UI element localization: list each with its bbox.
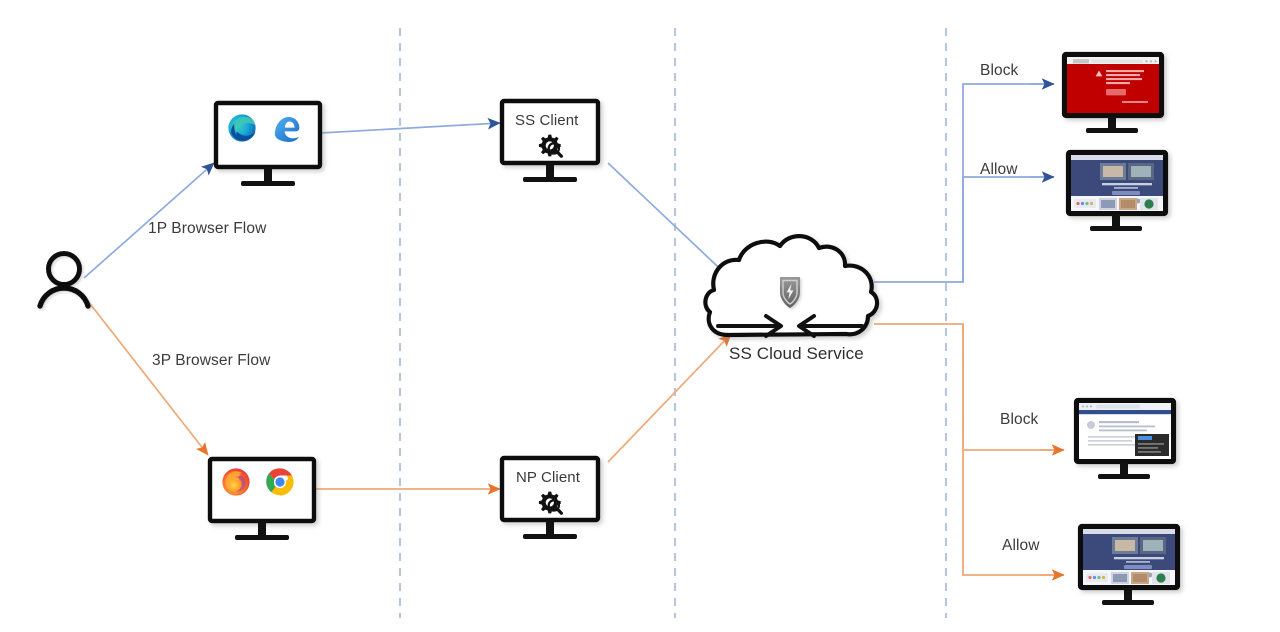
screen-block-dialog-light [1079, 403, 1171, 459]
screen-meeting-page-top [1071, 155, 1163, 211]
cloud-ss-cloud-service [703, 234, 880, 338]
connector-ss-client-to-cloud [607, 162, 734, 282]
person-icon [37, 251, 91, 309]
connector-1p-browsers-to-ss-client [319, 117, 501, 134]
label-block-top: Block [980, 62, 1019, 79]
monitor-block-page-1p [1061, 51, 1165, 133]
monitor-allow-page-3p [1077, 523, 1181, 605]
monitor-third-party-browsers [207, 456, 317, 540]
monitor-np-client [499, 455, 601, 539]
connector-np-client-to-cloud [607, 333, 732, 463]
label-ss-cloud-service: SS Cloud Service [729, 344, 864, 363]
connector-1p-group [83, 78, 1055, 283]
label-allow-bottom: Allow [1002, 537, 1040, 554]
label-ss-client: SS Client [515, 112, 579, 129]
edge-chromium-icon [228, 114, 256, 142]
firefox-icon [222, 468, 250, 496]
label-1p-browser-flow: 1P Browser Flow [148, 220, 267, 237]
connector-cloud-to-1p-outputs [874, 83, 1050, 283]
label-block-bottom: Block [1000, 411, 1039, 428]
connector-user-to-1p-browsers [83, 162, 215, 279]
connector-user-to-3p-browsers [83, 295, 209, 456]
connector-cloud-branch-1p-allow [962, 176, 1050, 282]
screen-meeting-page-bottom [1083, 529, 1175, 585]
connector-cloud-to-3p-outputs [874, 323, 1060, 451]
monitor-block-page-3p [1073, 397, 1177, 479]
connector-cloud-branch-3p-allow [962, 324, 1060, 576]
label-allow-top: Allow [980, 161, 1018, 178]
label-3p-browser-flow: 3P Browser Flow [152, 352, 271, 369]
gear-magnifier-icon-ss [538, 134, 563, 158]
shield-bolt-icon [780, 277, 800, 308]
monitor-first-party-browsers [213, 100, 323, 186]
monitor-allow-page-1p [1065, 149, 1169, 231]
gear-magnifier-icon-np [538, 491, 563, 515]
connector-3p-group [83, 295, 1065, 581]
monitor-ss-client [499, 98, 601, 182]
screen-block-page-red [1067, 57, 1159, 113]
edge-legacy-icon [274, 116, 300, 142]
inbound-arrows-icon [716, 314, 864, 338]
chrome-icon [266, 468, 294, 496]
label-np-client: NP Client [516, 469, 580, 486]
